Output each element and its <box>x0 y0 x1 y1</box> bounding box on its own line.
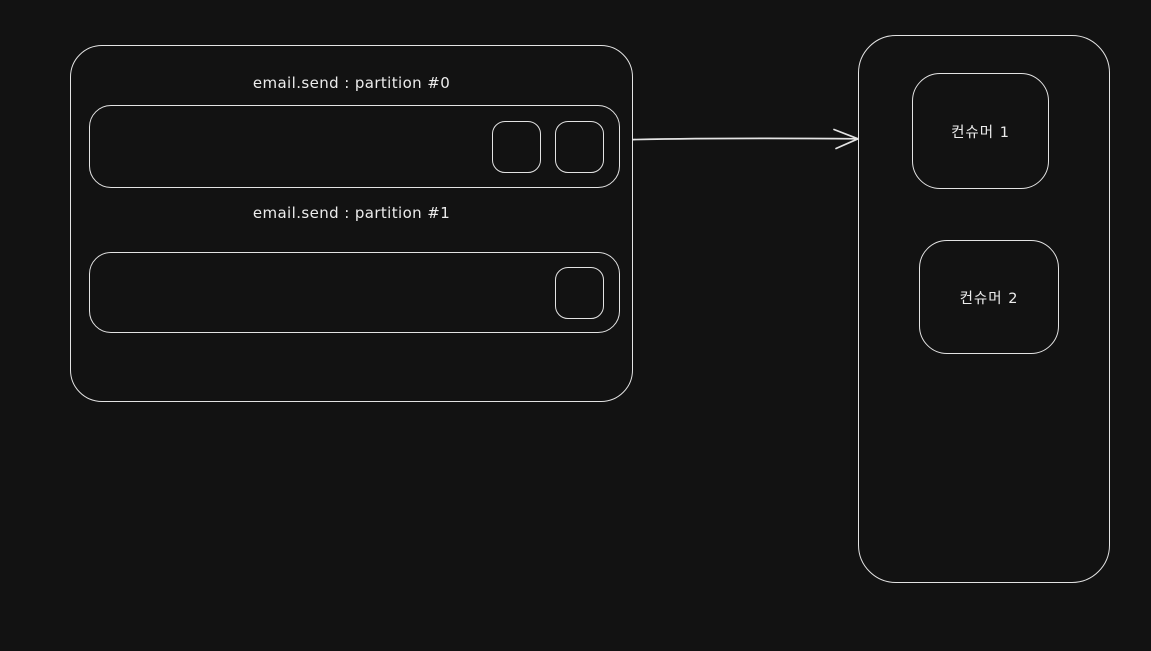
partition-1-queue <box>89 252 620 333</box>
consumer-1-box: 컨슈머 1 <box>912 73 1049 189</box>
consumer-1-label: 컨슈머 1 <box>951 124 1010 141</box>
message-square <box>492 120 541 173</box>
message-square <box>555 266 604 319</box>
partition-1-label: email.send : partition #1 <box>252 204 451 222</box>
partition-0-label: email.send : partition #0 <box>252 74 451 92</box>
consumer-group-box: 컨슈머 1 컨슈머 2 <box>858 35 1110 583</box>
partition-0-queue <box>89 105 620 188</box>
message-square <box>555 120 604 173</box>
consumer-2-label: 컨슈머 2 <box>959 290 1019 307</box>
topic-to-consumers-arrow <box>632 128 859 150</box>
consumer-2-box: 컨슈머 2 <box>919 240 1059 354</box>
topic-group-box: email.send : partition #0 email.send : p… <box>70 45 633 402</box>
